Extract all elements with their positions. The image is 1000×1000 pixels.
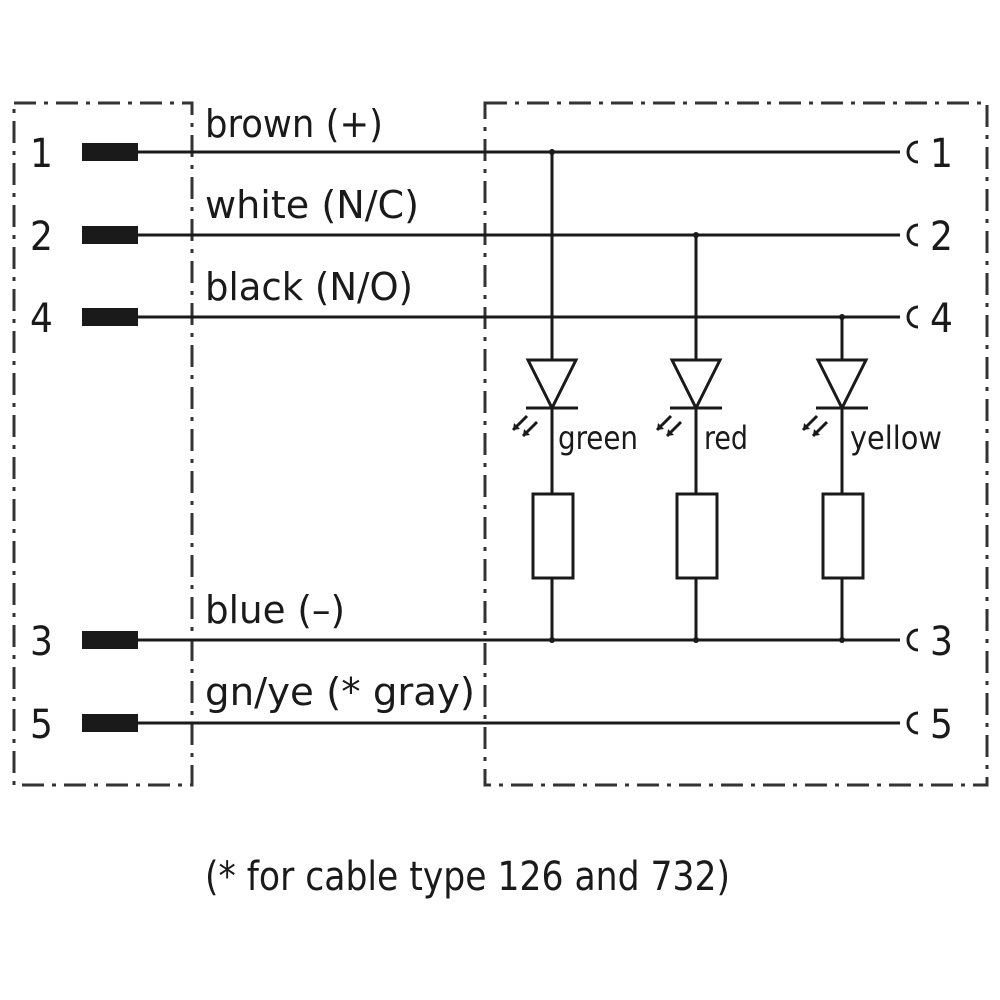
right-led-box: [483, 101, 989, 787]
left-pin-number: 1: [30, 131, 53, 177]
light-emission-icon: [655, 414, 683, 438]
wire-label-black: black (N/O): [205, 265, 413, 309]
plug-terminal-4: [82, 308, 138, 326]
socket-contact-1: [906, 140, 919, 164]
led-diode-icon: [669, 358, 723, 412]
led-branch-green: green: [511, 149, 638, 643]
junction-dot: [549, 637, 555, 643]
right-pin-number: 4: [930, 296, 953, 342]
junction-dot: [693, 637, 699, 643]
right-pin-number: 5: [930, 702, 953, 748]
wire-label-gnye: gn/ye (* gray): [205, 670, 475, 714]
plug-terminal-5: [82, 714, 138, 732]
socket-contact-2: [906, 223, 919, 247]
socket-contact-3: [906, 628, 919, 652]
led-branch-red: red: [655, 232, 748, 643]
right-pin-number: 2: [930, 214, 953, 260]
socket-contact-5: [906, 711, 919, 735]
wire-label-blue: blue (–): [205, 588, 345, 632]
light-emission-icon: [511, 414, 539, 438]
led-branch-yellow: yellow: [801, 314, 942, 643]
right-pin-number: 3: [930, 619, 953, 665]
led-color-label: red: [704, 419, 748, 457]
socket-contact-4: [906, 305, 919, 329]
led-color-label: yellow: [850, 419, 942, 457]
wire-label-white: white (N/C): [205, 183, 419, 227]
resistor-icon: [675, 492, 719, 580]
plug-terminal-3: [82, 631, 138, 649]
left-connector-box: [12, 101, 194, 787]
left-pin-number: 5: [30, 702, 53, 748]
resistor-icon: [531, 492, 575, 580]
plug-terminal-2: [82, 226, 138, 244]
led-color-label: green: [558, 419, 638, 457]
wire-label-brown: brown (+): [205, 102, 383, 146]
resistor-icon: [821, 492, 865, 580]
led-diode-icon: [815, 358, 869, 412]
left-pin-number: 2: [30, 214, 53, 260]
left-pin-number: 4: [30, 296, 53, 342]
right-pin-number: 1: [930, 131, 953, 177]
led-diode-icon: [525, 358, 579, 412]
junction-dot: [839, 637, 845, 643]
plug-terminal-1: [82, 143, 138, 161]
footnote: (* for cable type 126 and 732): [205, 854, 730, 900]
left-pin-number: 3: [30, 619, 53, 665]
light-emission-icon: [801, 414, 829, 438]
